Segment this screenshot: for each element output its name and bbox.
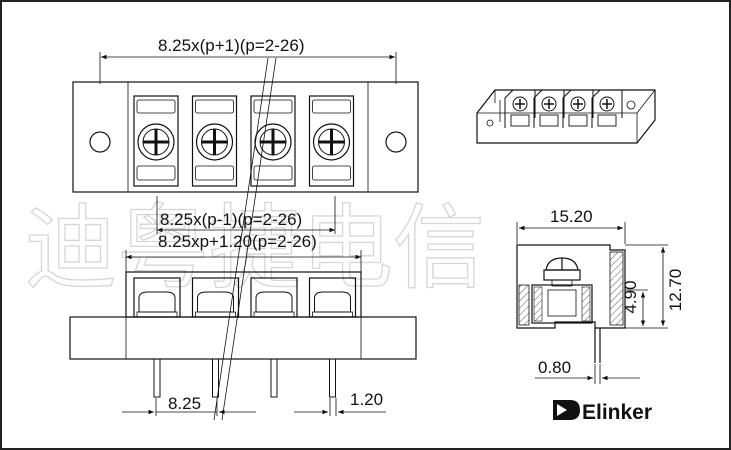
side-view: 15.20 12.70 4.90 0.80 (516, 207, 685, 384)
front-view-terminal (191, 277, 240, 398)
dimension-base-label: 8.25xp+1.20(p=2-26) (158, 232, 317, 251)
isometric-terminal (562, 89, 594, 128)
mounting-hole-right (385, 131, 407, 153)
dimension-depth-label: 15.20 (550, 207, 593, 226)
top-view-terminal (308, 95, 355, 187)
dimension-pin-thickness-label: 0.80 (538, 358, 571, 377)
top-view-body (72, 81, 419, 193)
isometric-terminal (504, 89, 536, 128)
mounting-hole-left (89, 131, 111, 153)
top-view-cells (133, 95, 355, 187)
dimension-pitch: 8.25 (122, 394, 256, 416)
break-lines (213, 57, 277, 421)
watermark-text: 迪粤捷电信 (25, 198, 485, 300)
front-view-terminal (250, 277, 298, 398)
dimension-height-label: 12.70 (666, 269, 685, 312)
brand-name: Elinker (582, 401, 652, 424)
top-view-terminal (191, 95, 238, 187)
front-view-terminal (308, 277, 357, 398)
front-view-terminal (133, 277, 181, 398)
isometric-terminal (591, 89, 623, 128)
watermark: 迪粤捷电信 (24, 197, 485, 300)
front-view-cells (133, 277, 357, 398)
dimension-overall: 8.25x(p+1)(p=2-26) (99, 36, 397, 84)
dimension-overall-label: 8.25x(p+1)(p=2-26) (158, 36, 304, 55)
isometric-terminal (533, 89, 565, 128)
top-view-terminal (133, 95, 179, 187)
dimension-pin-width: 1.20 (294, 390, 386, 416)
front-view (69, 271, 417, 398)
dimension-pin-width-label: 1.20 (350, 390, 383, 409)
brand-logo-mark-icon (553, 400, 580, 420)
isometric-cells (504, 89, 623, 128)
brand-logo: Elinker (553, 400, 652, 424)
dimension-inner: 8.25x(p-1)(p=2-26) (156, 196, 336, 234)
front-view-base (69, 316, 417, 360)
dimension-base: 8.25xp+1.20(p=2-26) (125, 232, 362, 272)
top-view-terminal (250, 95, 296, 187)
dimension-pitch-label: 8.25 (168, 394, 201, 413)
top-view (72, 81, 419, 193)
dimension-inner-label: 8.25x(p-1)(p=2-26) (160, 210, 302, 229)
isometric-view (476, 89, 656, 144)
dimension-pin-height-label: 4.90 (621, 280, 640, 313)
